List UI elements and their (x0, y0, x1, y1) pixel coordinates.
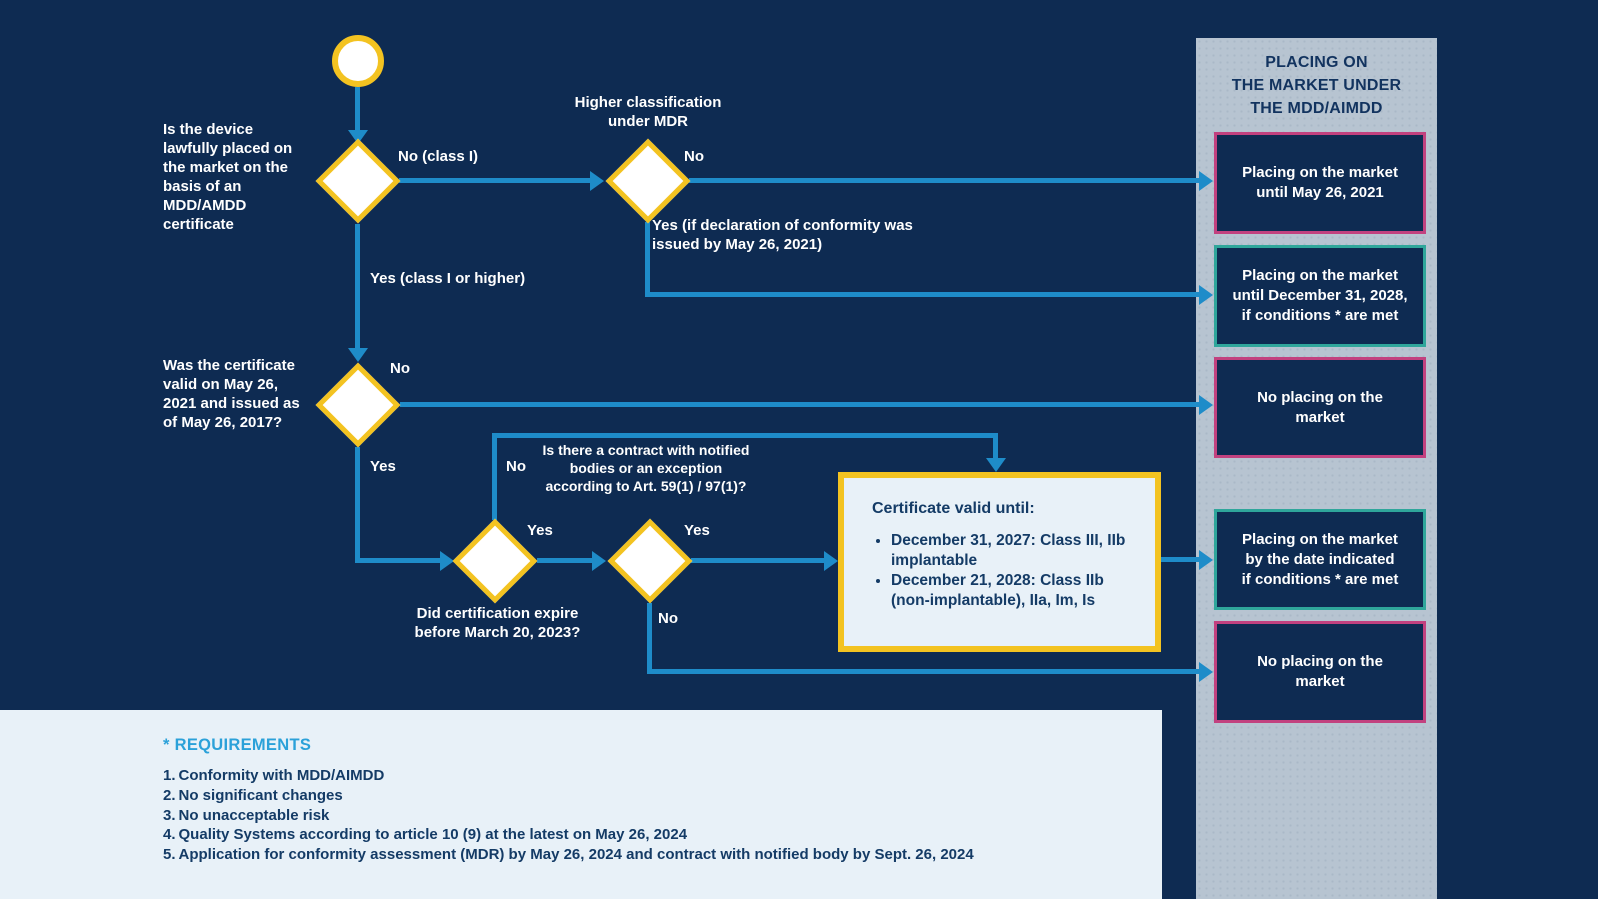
connector-d5-yes-to-certbox (691, 558, 824, 563)
question-contract-notified-body: Is there a contract with notified bodies… (542, 442, 750, 494)
question-higher-classification: Higher classification under MDR (574, 94, 722, 130)
question-certificate-valid: Was the certificate valid on May 26, 202… (163, 357, 300, 431)
requirement-number: 1. (163, 767, 176, 784)
requirement-number: 3. (163, 806, 176, 824)
certificate-box-item: December 21, 2028: Class IIb (non-implan… (891, 571, 1143, 611)
edge-label-d1-no: No (class I) (398, 148, 479, 165)
requirement-text: Conformity with MDD/AIMDD (178, 767, 385, 784)
requirement-item: 1.Conformity with MDD/AIMDD (163, 766, 974, 786)
connector-d4-no-down (993, 433, 998, 459)
requirement-text: No significant changes (178, 786, 343, 804)
edge-label-d1-yes: Yes (class I or higher) (370, 270, 526, 287)
connector-d1-to-d2 (399, 178, 590, 183)
outcome-box-no-placing-1: No placing on the market (1214, 357, 1426, 458)
requirement-number: 5. (163, 846, 176, 864)
arrowhead-right-icon (824, 551, 838, 571)
edge-label-d2-yes: Yes (if declaration of conformity was is… (652, 217, 913, 253)
connector-d2-no-to-box1 (689, 178, 1199, 183)
arrowhead-right-icon (1199, 395, 1213, 415)
arrowhead-right-icon (1199, 550, 1213, 570)
start-node (332, 35, 384, 87)
sidebar-title: PLACING ON THE MARKET UNDER THE MDD/AIMD… (1231, 54, 1402, 117)
connector-d4-no-across (492, 433, 998, 438)
requirement-text: Application for conformity assessment (M… (178, 846, 974, 864)
connector-d1-to-d3 (355, 224, 360, 348)
arrowhead-right-icon (1199, 662, 1213, 682)
connector-d4-yes-to-d5 (537, 558, 592, 563)
requirements-panel (0, 710, 1162, 899)
question-certification-expired: Did certification expire before March 20… (414, 605, 581, 641)
decision-certificate-valid (315, 362, 401, 448)
connector-start-to-d1 (355, 87, 360, 130)
edge-label-d3-yes: Yes (370, 458, 396, 475)
arrowhead-down-icon (348, 348, 368, 362)
certificate-box-list: December 31, 2027: Class III, IIb implan… (874, 531, 1143, 611)
connector-d3-yes-to-d4 (355, 558, 440, 563)
arrowhead-right-icon (590, 171, 604, 191)
requirements-title: * REQUIREMENTS (163, 736, 312, 754)
certificate-box-item: December 31, 2027: Class III, IIb implan… (891, 531, 1143, 571)
decision-higher-classification (605, 138, 691, 224)
outcome-box-date-indicated: Placing on the market by the date indica… (1214, 509, 1426, 610)
certificate-validity-box: Certificate valid until: December 31, 20… (838, 472, 1161, 652)
question-lawfully-placed: Is the device lawfully placed on the mar… (163, 121, 293, 233)
outcome-box-until-dec-2028: Placing on the market until December 31,… (1214, 245, 1426, 347)
requirement-item: 3.No unacceptable risk (163, 806, 974, 826)
requirement-item: 5.Application for conformity assessment … (163, 845, 974, 865)
arrowhead-down-icon (986, 458, 1006, 472)
connector-d2-yes-to-box2 (645, 292, 1199, 297)
requirement-item: 2.No significant changes (163, 786, 974, 806)
arrowhead-right-icon (440, 551, 454, 571)
requirement-item: 4.Quality Systems according to article 1… (163, 825, 974, 845)
connector-certbox-to-box4 (1159, 557, 1199, 562)
requirements-list: 1.Conformity with MDD/AIMDD 2.No signifi… (163, 766, 974, 865)
connector-d2-yes-down (645, 222, 650, 297)
decision-contract-notified-body (607, 518, 693, 604)
connector-d5-no-down (647, 603, 652, 674)
edge-label-d5-yes: Yes (684, 522, 710, 539)
requirement-number: 2. (163, 786, 176, 804)
edge-label-d2-no: No (684, 148, 704, 165)
connector-d3-yes-down (355, 447, 360, 563)
edge-label-d5-no: No (658, 610, 678, 627)
outcome-box-no-placing-2: No placing on the market (1214, 621, 1426, 723)
arrowhead-right-icon (1199, 285, 1213, 305)
requirement-text: Quality Systems according to article 10 … (178, 826, 688, 844)
edge-label-d3-no: No (390, 360, 410, 377)
connector-d3-no-to-box3 (400, 402, 1199, 407)
edge-label-d4-no: No (506, 458, 526, 475)
requirement-text: No unacceptable risk (178, 806, 330, 824)
arrowhead-down-icon (348, 130, 368, 144)
edge-label-d4-yes: Yes (527, 522, 553, 539)
requirement-number: 4. (163, 826, 176, 844)
arrowhead-right-icon (592, 551, 606, 571)
connector-d4-no-up (492, 436, 497, 520)
arrowhead-right-icon (1199, 171, 1213, 191)
connector-d5-no-to-box5 (647, 669, 1199, 674)
decision-certification-expired (452, 518, 538, 604)
decision-lawfully-placed (315, 138, 401, 224)
certificate-box-title: Certificate valid until: (872, 500, 1035, 517)
outcome-box-until-may-2021: Placing on the market until May 26, 2021 (1214, 132, 1426, 234)
